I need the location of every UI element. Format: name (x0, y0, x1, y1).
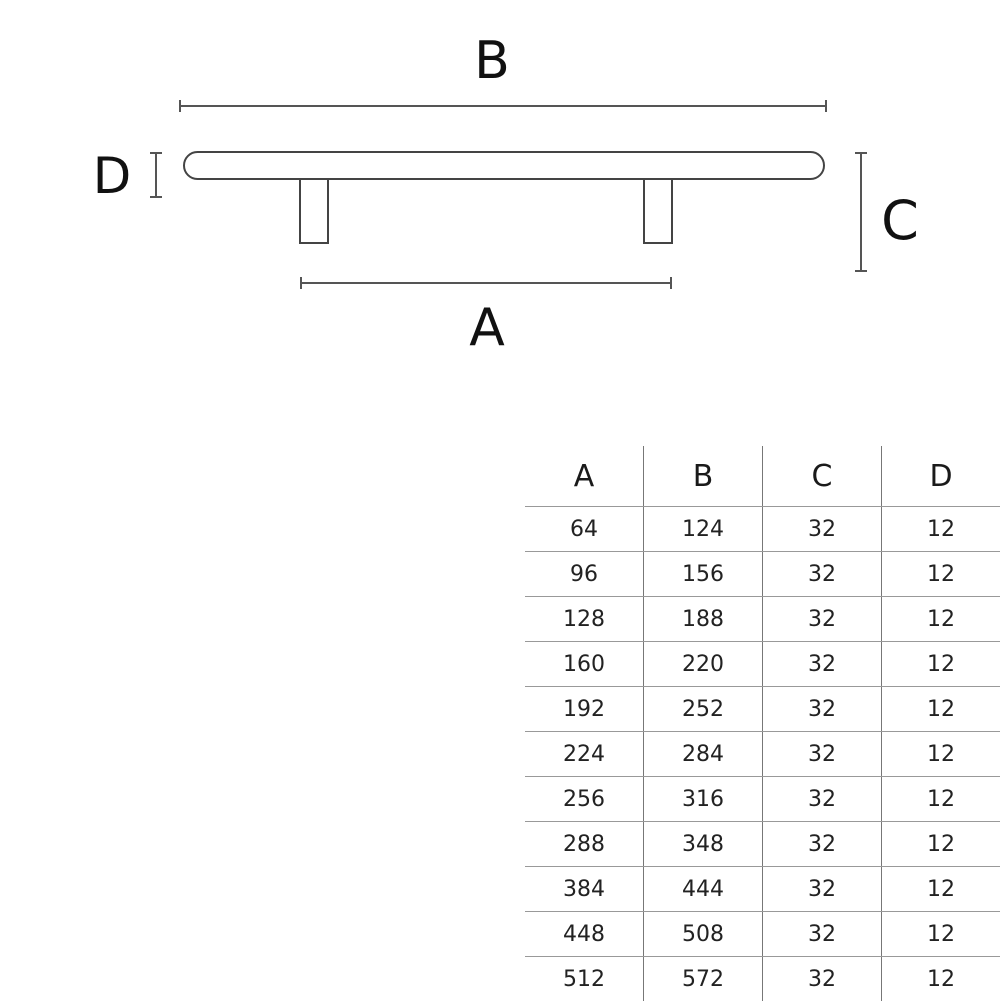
table-cell-d: 12 (882, 867, 1000, 912)
dimension-c (855, 153, 867, 271)
dimension-d (150, 153, 162, 197)
table-cell-c: 32 (763, 687, 882, 732)
table-cell-d: 12 (882, 687, 1000, 732)
table-cell-a: 224 (525, 732, 644, 777)
table-cell-c: 32 (763, 597, 882, 642)
table-cell-b: 348 (644, 822, 763, 867)
table-cell-c: 32 (763, 552, 882, 597)
handle-bar (184, 152, 824, 179)
table-cell-b: 572 (644, 957, 763, 1001)
table-cell-c: 32 (763, 777, 882, 822)
table-cell-a: 288 (525, 822, 644, 867)
table-cell-c: 32 (763, 822, 882, 867)
column-header-c: C (763, 446, 882, 507)
table-cell-d: 12 (882, 912, 1000, 957)
table-cell-d: 12 (882, 552, 1000, 597)
column-header-a: A (525, 446, 644, 507)
handle-post-left (300, 179, 328, 243)
table-cell-a: 512 (525, 957, 644, 1001)
table-cell-d: 12 (882, 597, 1000, 642)
label-c: C (881, 189, 919, 252)
table-cell-a: 256 (525, 777, 644, 822)
column-header-b: B (644, 446, 763, 507)
handle-dimension-diagram: B D C A (0, 0, 1000, 420)
table-cell-c: 32 (763, 867, 882, 912)
table-cell-b: 508 (644, 912, 763, 957)
table-cell-c: 32 (763, 507, 882, 552)
table-cell-b: 156 (644, 552, 763, 597)
table-cell-d: 12 (882, 642, 1000, 687)
dimension-b (180, 100, 826, 112)
label-a: A (469, 298, 505, 358)
table-cell-b: 188 (644, 597, 763, 642)
table-cell-a: 448 (525, 912, 644, 957)
label-d: D (93, 147, 132, 205)
table-cell-a: 384 (525, 867, 644, 912)
table-cell-a: 96 (525, 552, 644, 597)
table-cell-b: 316 (644, 777, 763, 822)
table-cell-a: 160 (525, 642, 644, 687)
table-cell-d: 12 (882, 732, 1000, 777)
table-cell-b: 220 (644, 642, 763, 687)
label-b: B (474, 31, 510, 91)
table-cell-c: 32 (763, 957, 882, 1001)
table-cell-a: 64 (525, 507, 644, 552)
table-cell-d: 12 (882, 777, 1000, 822)
table-cell-b: 284 (644, 732, 763, 777)
table-cell-a: 192 (525, 687, 644, 732)
table-cell-d: 12 (882, 957, 1000, 1001)
handle-post-right (644, 179, 672, 243)
table-cell-d: 12 (882, 507, 1000, 552)
table-cell-b: 444 (644, 867, 763, 912)
table-cell-c: 32 (763, 732, 882, 777)
dimension-a (301, 277, 671, 289)
table-cell-b: 252 (644, 687, 763, 732)
table-cell-a: 128 (525, 597, 644, 642)
column-header-d: D (882, 446, 1000, 507)
table-cell-c: 32 (763, 912, 882, 957)
table-cell-d: 12 (882, 822, 1000, 867)
table-header-row: A B C D (525, 446, 1000, 507)
table-cell-c: 32 (763, 642, 882, 687)
table-cell-b: 124 (644, 507, 763, 552)
